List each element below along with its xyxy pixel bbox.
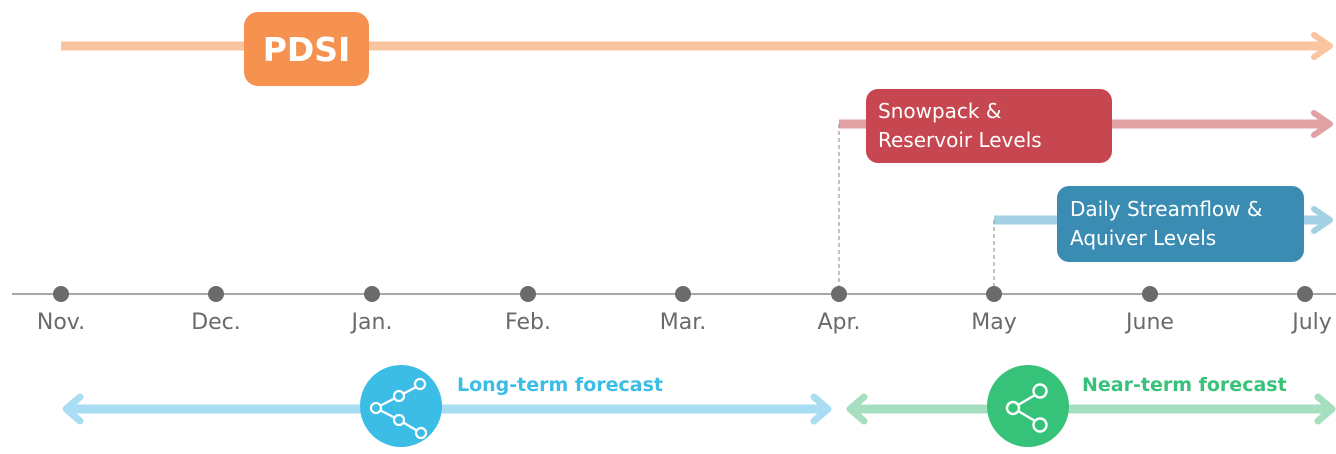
timeline-dot-mar [675,286,691,302]
timeline-dot-june [1142,286,1158,302]
timeline-dot-apr [831,286,847,302]
snowpack-label-box: Snowpack & Reservoir Levels [866,89,1112,163]
snowpack-label-line2: Reservoir Levels [878,128,1042,152]
near-term-network-icon [987,365,1069,447]
streamflow-label-line2: Aquiver Levels [1070,226,1217,250]
streamflow-label-line1: Daily Streamflow & [1070,197,1263,221]
long-term-forecast-label: Long-term forecast [457,374,663,396]
long-term-forecast-arrow [62,393,832,425]
snowpack-label-line1: Snowpack & [878,99,1002,123]
timeline-dot-may [986,286,1002,302]
month-label-july: July [1292,310,1332,335]
month-label-apr: Apr. [817,310,861,335]
streamflow-label-box: Daily Streamflow & Aquiver Levels [1057,186,1304,262]
near-term-forecast-label: Near-term forecast [1082,374,1287,396]
month-label-nov: Nov. [36,310,86,335]
timeline-dot-nov [53,286,69,302]
timeline-dot-dec [208,286,224,302]
timeline-dot-jan [364,286,380,302]
pdsi-label: PDSI [262,29,351,69]
month-label-dec: Dec. [191,310,241,335]
near-term-forecast-arrow [846,393,1336,425]
pdsi-label-box: PDSI [244,12,369,86]
timeline-dot-feb [520,286,536,302]
long-term-network-icon [360,365,442,447]
month-label-may: May [971,310,1017,335]
month-label-feb: Feb. [505,310,551,335]
month-label-mar: Mar. [659,310,707,335]
timeline-dot-july [1297,286,1313,302]
month-label-june: June [1126,310,1174,335]
month-label-jan: Jan. [351,310,393,335]
timeline-dots [53,286,1313,302]
